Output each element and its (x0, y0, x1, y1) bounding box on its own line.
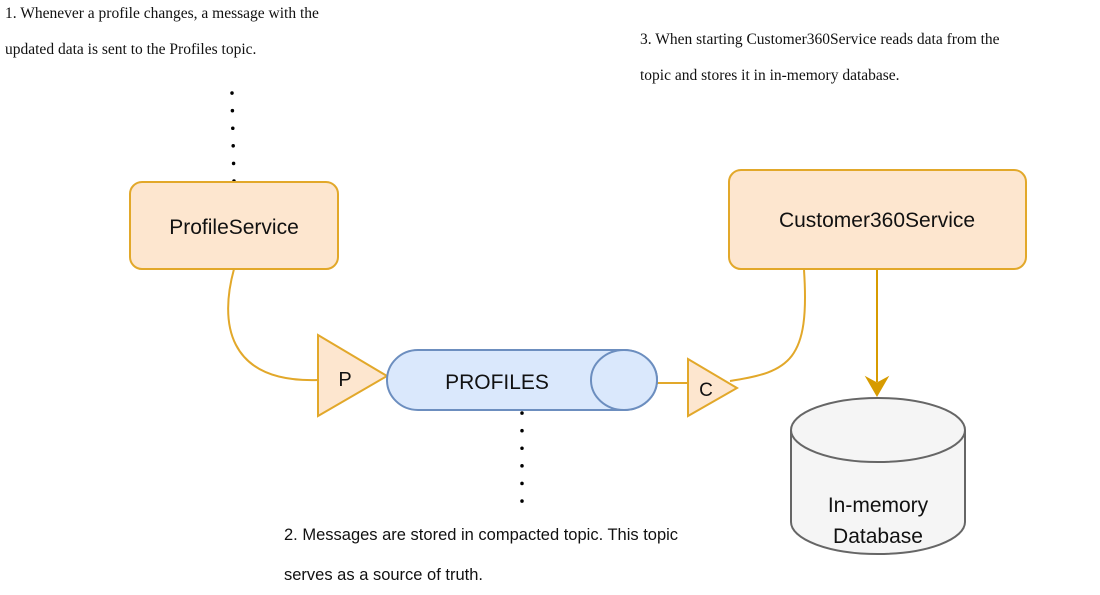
note-2-line-1: 2. Messages are stored in compacted topi… (284, 526, 679, 544)
database-label-line-1: In-memory (828, 494, 929, 517)
producer-triangle[interactable] (317, 333, 389, 418)
consumer-to-customer360-connector (729, 269, 806, 382)
note-3-line-2: topic and stores it in in-memory databas… (640, 67, 900, 84)
consumer-triangle[interactable] (687, 357, 739, 418)
customer360-service-box[interactable] (728, 169, 1027, 270)
customer360-service-node[interactable]: Customer360Service (728, 169, 1027, 270)
database-cylinder-top (790, 397, 966, 463)
topic-label: PROFILES (445, 371, 549, 394)
arrow-head-icon (864, 375, 890, 397)
profile-service-node[interactable]: ProfileService (129, 181, 339, 270)
consumer-node[interactable]: C (687, 357, 739, 418)
note-3: 3. When starting Customer360Service read… (640, 22, 1000, 94)
note-1: 1. Whenever a profile changes, a message… (5, 0, 319, 68)
database-label-line-2: Database (833, 525, 923, 548)
note-3-line-1: 3. When starting Customer360Service read… (640, 31, 1000, 48)
topic-cylinder-end (590, 349, 658, 411)
profile-service-box[interactable] (129, 181, 339, 270)
note-2: 2. Messages are stored in compacted topi… (284, 515, 678, 595)
note-1-line-2: updated data is sent to the Profiles top… (5, 41, 257, 58)
note-2-line-2: serves as a source of truth. (284, 566, 484, 584)
profile-service-to-producer-connector (227, 268, 319, 382)
note-1-dotted-connector (230, 91, 236, 184)
profiles-topic-node[interactable]: PROFILES (386, 349, 658, 411)
consumer-label: C (699, 380, 713, 401)
producer-label: P (338, 369, 351, 391)
profile-service-label: ProfileService (169, 216, 299, 239)
customer360-service-label: Customer360Service (779, 209, 975, 232)
note-1-line-1: 1. Whenever a profile changes, a message… (5, 5, 319, 22)
database-cylinder-body[interactable] (790, 430, 966, 555)
in-memory-database-node[interactable]: In-memory Database (790, 397, 966, 555)
producer-node[interactable]: P (317, 333, 389, 418)
